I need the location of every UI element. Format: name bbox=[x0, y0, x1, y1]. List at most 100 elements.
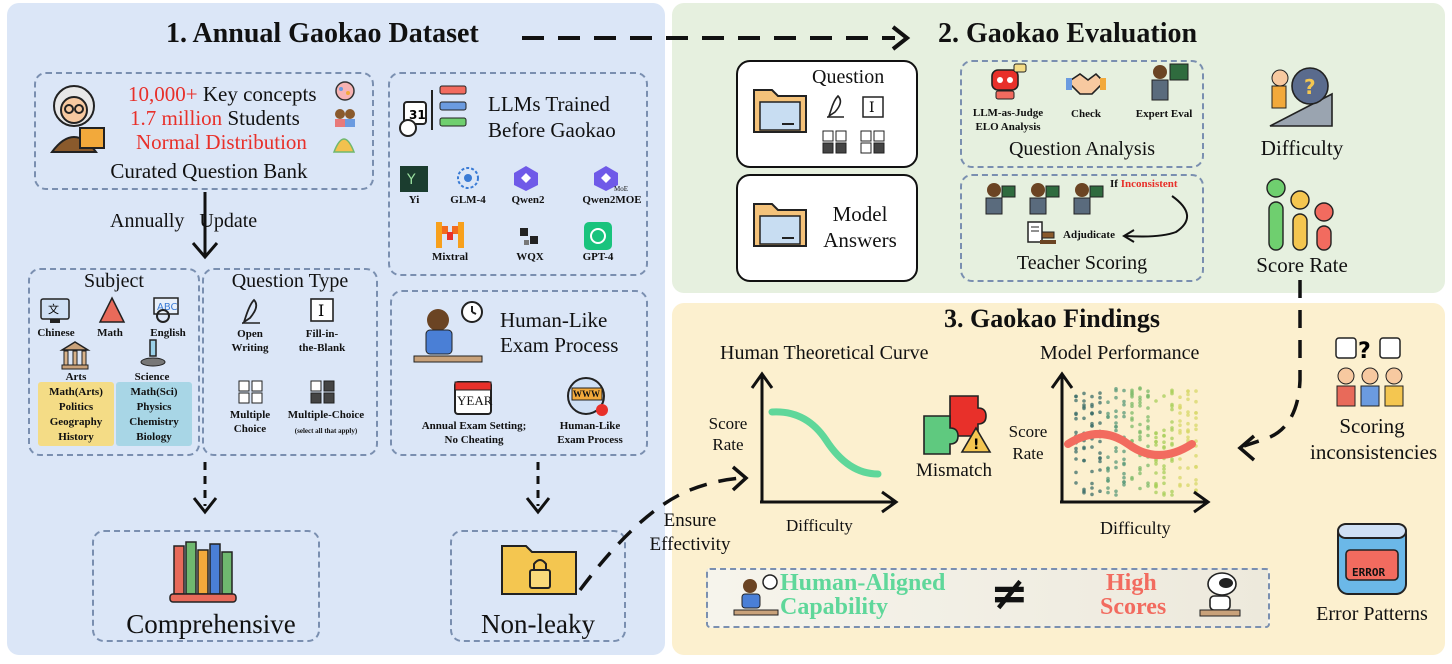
scatter-dot bbox=[1074, 449, 1078, 454]
scatter-dot bbox=[1170, 441, 1174, 446]
scatter-dot bbox=[1194, 423, 1198, 428]
human-chart-ylabel-line2: Rate bbox=[712, 435, 744, 454]
scatter-dot bbox=[1138, 398, 1142, 402]
scatter-dot bbox=[1090, 469, 1094, 474]
scatter-dot bbox=[1138, 431, 1142, 435]
arts-math: Math(Arts) bbox=[49, 386, 103, 398]
scatter-dot bbox=[1170, 420, 1174, 424]
scatter-dot bbox=[1178, 466, 1182, 470]
scatter-dot bbox=[1114, 489, 1118, 494]
scatter-dot bbox=[1074, 416, 1078, 421]
svg-text:文: 文 bbox=[48, 302, 59, 316]
exam-title-line2: Exam Process bbox=[500, 333, 619, 357]
scatter-dot bbox=[1130, 411, 1134, 415]
scatter-dot bbox=[1138, 395, 1142, 400]
scatter-dot bbox=[1074, 394, 1078, 399]
scatter-dot bbox=[1114, 415, 1118, 419]
scatter-dot bbox=[1170, 428, 1174, 432]
stat-students-number: 1.7 million bbox=[130, 106, 223, 130]
scatter-dot bbox=[1162, 428, 1166, 433]
scatter-dot bbox=[1106, 490, 1110, 495]
scatter-dot bbox=[1106, 415, 1110, 420]
scatter-dot bbox=[1138, 422, 1142, 427]
scatter-dot bbox=[1178, 395, 1182, 400]
scatter-dot bbox=[1178, 431, 1182, 435]
scatter-dot bbox=[1178, 419, 1182, 423]
annual-update-arrow bbox=[191, 192, 219, 260]
model-gpt4: GPT-4 bbox=[582, 251, 614, 263]
scatter-dot bbox=[1090, 424, 1094, 428]
stat-students: 1.7 million Students bbox=[130, 106, 300, 131]
scatter-dot bbox=[1154, 431, 1158, 435]
scatter-dot bbox=[1122, 411, 1126, 415]
scatter-dot bbox=[1186, 410, 1190, 414]
if-inconsistent: If Inconsistent bbox=[1110, 178, 1178, 190]
stat-key-concepts: 10,000+ Key concepts bbox=[128, 82, 317, 107]
scatter-dot bbox=[1122, 399, 1126, 404]
subject-math: Math bbox=[97, 327, 123, 339]
type-multi-all-note: (select all that apply) bbox=[294, 427, 358, 435]
scatter-dot bbox=[1162, 470, 1166, 475]
scatter-dot bbox=[1146, 484, 1150, 488]
scatter-dot bbox=[1122, 483, 1126, 487]
scatter-dot bbox=[1098, 400, 1102, 405]
scatter-dot bbox=[1122, 449, 1126, 454]
science-physics: Physics bbox=[136, 401, 172, 413]
question-bank-label: Curated Question Bank bbox=[110, 159, 308, 183]
scatter-dot bbox=[1106, 466, 1110, 471]
model-yi: Yi bbox=[408, 194, 420, 206]
type-fill-line1: Fill-in- bbox=[305, 328, 339, 340]
scatter-dot bbox=[1082, 416, 1086, 421]
scatter-dot bbox=[1114, 465, 1118, 470]
human-aligned-line2: Capability bbox=[780, 594, 889, 620]
scatter-dot bbox=[1122, 480, 1126, 484]
scatter-dot bbox=[1154, 399, 1158, 403]
scatter-dot bbox=[1130, 388, 1134, 393]
scatter-dot bbox=[1098, 439, 1102, 444]
subject-title: Subject bbox=[84, 270, 144, 292]
scatter-dot bbox=[1074, 470, 1078, 475]
scatter-dot bbox=[1186, 421, 1190, 426]
findings-title: 3. Gaokao Findings bbox=[944, 304, 1161, 333]
scatter-dot bbox=[1162, 475, 1166, 480]
type-open-line2: Writing bbox=[231, 342, 269, 354]
scatter-dot bbox=[1082, 399, 1086, 403]
scatter-dot bbox=[1170, 436, 1174, 441]
subject-chinese: Chinese bbox=[37, 327, 75, 339]
scatter-dot bbox=[1186, 428, 1190, 432]
scatter-dot bbox=[1162, 434, 1166, 438]
scatter-dot bbox=[1162, 481, 1166, 486]
arts-subjects-list: Math(Arts) Politics Geography History bbox=[38, 382, 114, 446]
scatter-dot bbox=[1170, 404, 1174, 409]
scatter-dot bbox=[1194, 427, 1198, 432]
high-scores-line1: High bbox=[1106, 570, 1157, 596]
model-qwen2moe: Qwen2MOE bbox=[582, 194, 642, 206]
scatter-dot bbox=[1194, 389, 1198, 393]
subject-english: English bbox=[150, 327, 186, 339]
scatter-dot bbox=[1074, 398, 1078, 403]
teacher-icon bbox=[44, 82, 108, 154]
scatter-dot bbox=[1106, 400, 1110, 405]
comprehensive-label: Comprehensive bbox=[126, 609, 296, 639]
scatter-dot bbox=[1178, 457, 1182, 461]
scatter-dot bbox=[1194, 411, 1198, 415]
scatter-dot bbox=[1114, 428, 1118, 433]
scatter-dot bbox=[1090, 481, 1094, 486]
human-chart-ylabel-line1: Score bbox=[708, 414, 748, 433]
scatter-dot bbox=[1146, 481, 1150, 486]
scatter-dot bbox=[1194, 399, 1198, 404]
svg-text:I: I bbox=[318, 301, 324, 320]
subject-arts: Arts bbox=[65, 371, 87, 383]
human-aligned-line1: Human-Aligned bbox=[780, 570, 946, 596]
dataset-title: 1. Annual Gaokao Dataset bbox=[166, 18, 479, 49]
question-type-title: Question Type bbox=[231, 270, 349, 292]
scatter-dot bbox=[1178, 423, 1182, 428]
score-rate-label: Score Rate bbox=[1256, 253, 1348, 277]
www-icon-label: WWW bbox=[573, 389, 600, 399]
llms-box bbox=[388, 72, 648, 276]
scatter-dot bbox=[1186, 466, 1190, 470]
scatter-dot bbox=[1178, 475, 1182, 480]
scatter-dot bbox=[1106, 486, 1110, 490]
scatter-dot bbox=[1138, 437, 1142, 442]
